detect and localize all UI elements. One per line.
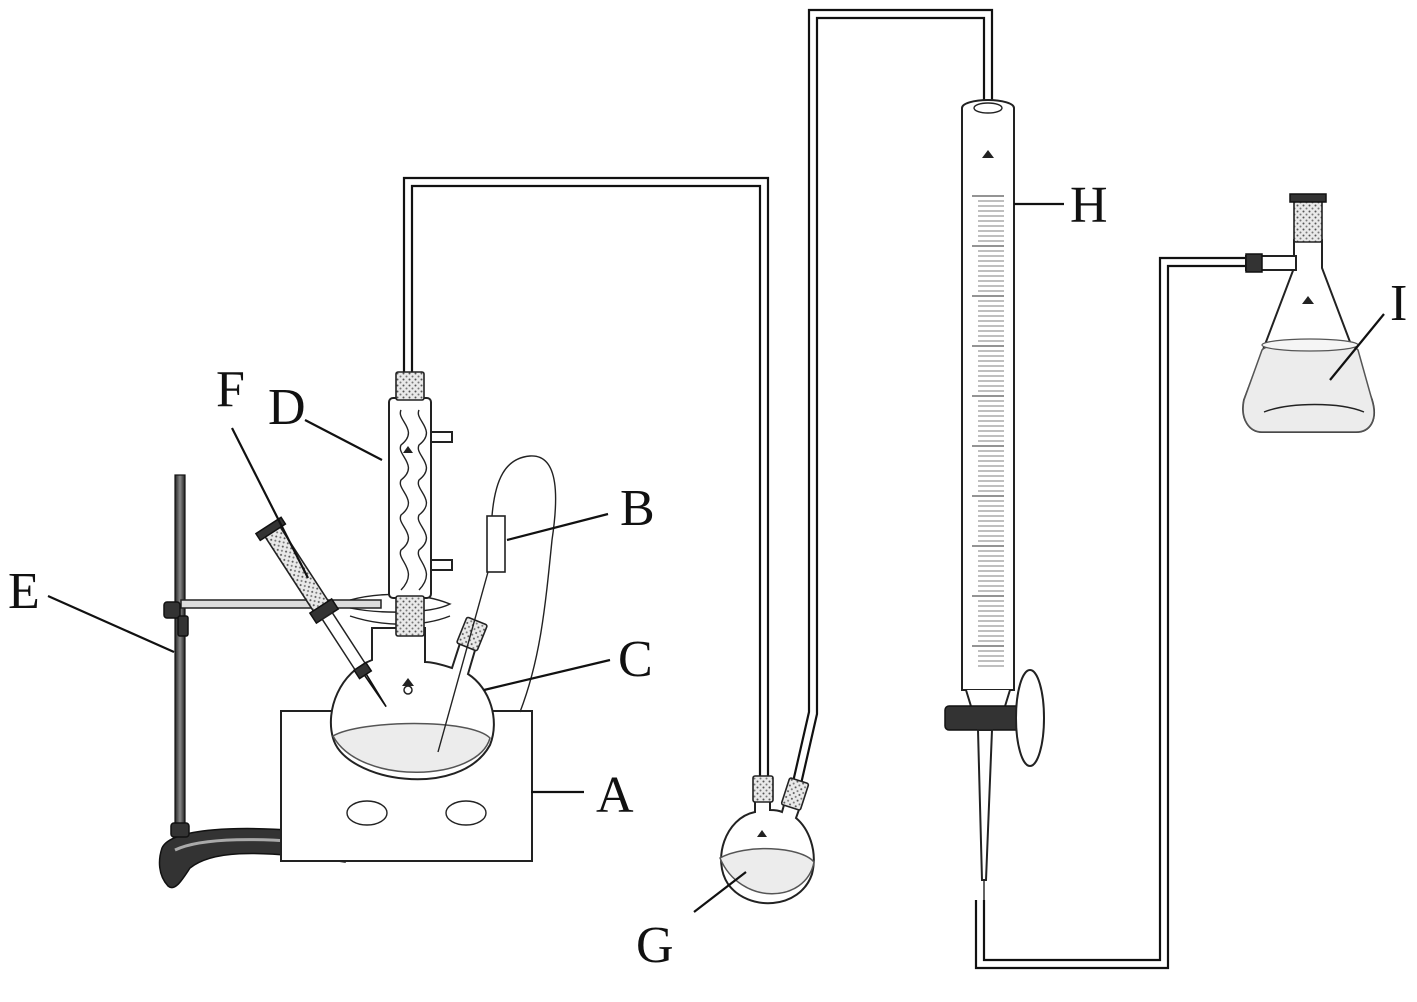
label-i: I [1390,275,1407,332]
label-h: H [1070,177,1108,234]
label-a: A [596,767,634,824]
syringe [254,516,387,708]
three-neck-flask [329,616,495,781]
label-e: E [8,563,40,620]
label-d: D [268,379,306,436]
label-f: F [216,361,245,418]
tube-burette-to-flask-i [974,256,1246,970]
tube-condenser-to-flask-g [402,176,770,778]
thermometer [437,455,557,753]
label-b: B [620,480,655,537]
burette-scale [972,195,1004,667]
label-g: G [636,917,674,974]
reflux-condenser [388,371,453,637]
burette [944,99,1045,900]
leader-lines [47,202,1385,913]
flask-g [719,775,815,905]
tube-flask-g-to-burette [791,8,994,785]
conical-flask-i [1242,193,1375,433]
label-c: C [618,631,653,688]
